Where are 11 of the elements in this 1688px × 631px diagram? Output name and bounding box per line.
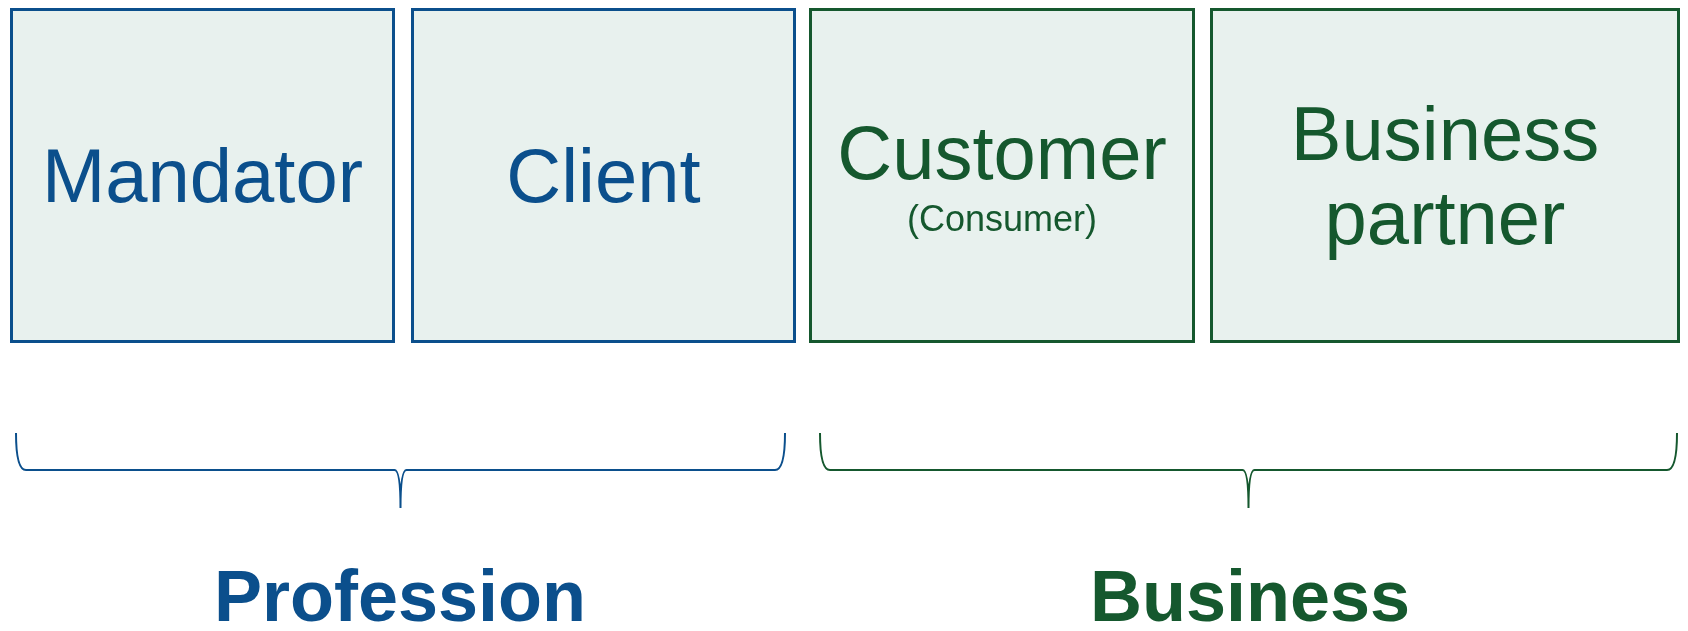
- group-label: Business: [1089, 555, 1411, 631]
- term-label: Business partner: [1289, 91, 1601, 260]
- group-label: Profession: [213, 555, 587, 631]
- term-note: (Consumer): [906, 198, 1097, 241]
- term-label: Mandator: [41, 133, 364, 218]
- term-box: [10, 8, 395, 343]
- term-label: Client: [506, 133, 701, 218]
- term-box: [411, 8, 796, 343]
- term-box: [1210, 8, 1680, 343]
- term-box: [809, 8, 1195, 343]
- term-label: Customer: [837, 110, 1167, 195]
